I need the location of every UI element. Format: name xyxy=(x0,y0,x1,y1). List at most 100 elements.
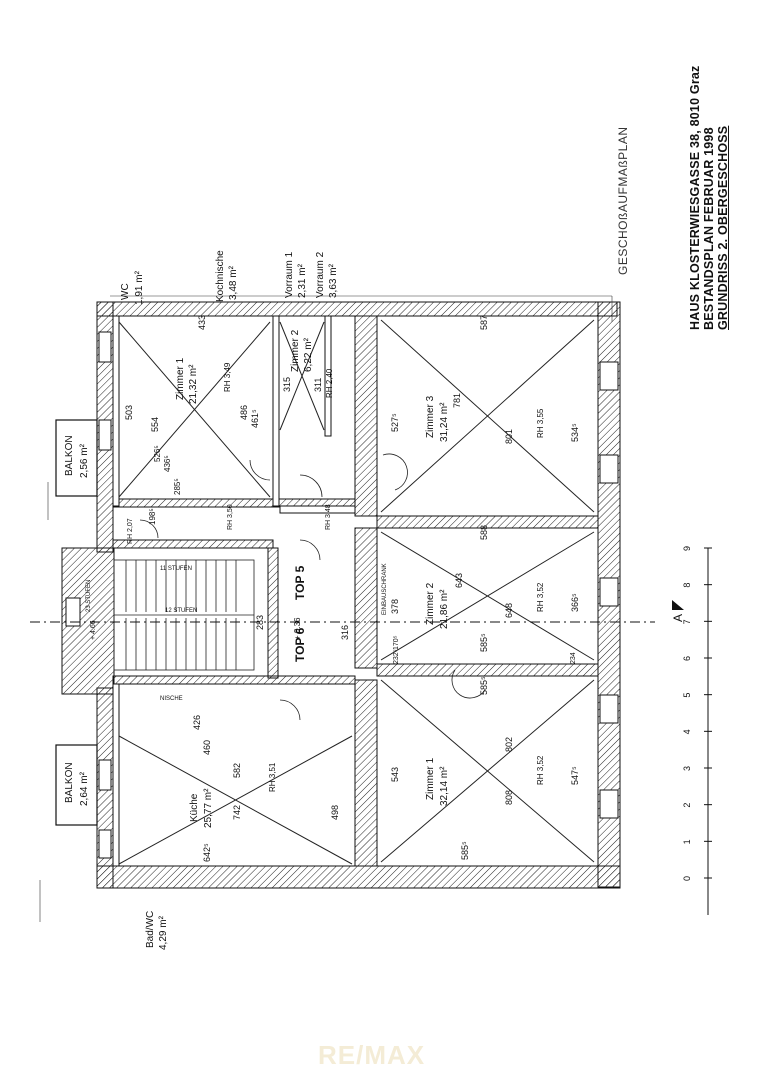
dim-170: 170⁵ xyxy=(393,635,400,650)
dim-498: 498 xyxy=(330,805,340,820)
vorraum2-name: Vorraum 2 xyxy=(315,251,326,298)
scale-tick-label: 7 xyxy=(682,619,692,624)
dim-554: 554 xyxy=(150,417,160,432)
scale-tick-label: 4 xyxy=(682,729,692,734)
scale-tick-label: 8 xyxy=(682,583,692,588)
dim-378: 378 xyxy=(390,599,400,614)
dim-315: 315 xyxy=(282,377,292,392)
vorraum2-area: 3,63 m² xyxy=(328,263,339,298)
room-labels: Zimmer 1 21,32 m² RH 3,49 Zimmer 2 6,22 … xyxy=(64,250,545,950)
rh-small-2: RH 3,48 xyxy=(325,504,332,530)
dim-436: 436⁵ xyxy=(163,455,172,472)
dim-534: 534⁵ xyxy=(570,423,580,442)
dim-234: 234 xyxy=(570,652,577,664)
scale-tick-label: 5 xyxy=(682,693,692,698)
scale-labels: 0 1 2 3 4 5 6 7 8 9 xyxy=(682,546,692,881)
section-marker-label: A xyxy=(671,614,685,622)
zimmer3-area: 31,24 m² xyxy=(439,402,450,442)
dim-283: 283 xyxy=(255,615,265,630)
stair-level-2: + 4.66 xyxy=(90,620,97,640)
plan-subtitle: GESCHOßAUFMAßPLAN xyxy=(616,126,630,275)
einbauschrank-label: EINBAUSCHRANK xyxy=(382,563,388,615)
vorraum1-area: 2,31 m² xyxy=(297,263,308,298)
dim-781: 781 xyxy=(452,393,462,408)
balkon-bot-area: 2,64 m² xyxy=(79,771,90,806)
dim-742: 742 xyxy=(232,805,242,820)
zimmer2-mid-area: 21,86 m² xyxy=(439,589,450,629)
dim-588: 588 xyxy=(479,525,489,540)
dim-642: 642⁵ xyxy=(202,843,212,862)
dim-503: 503 xyxy=(124,405,134,420)
dim-643: 643 xyxy=(454,573,464,588)
balkon-top-name: BALKON xyxy=(64,435,75,476)
scale-tick-label: 2 xyxy=(682,803,692,808)
zimmer1-top-rh: RH 3,49 xyxy=(223,362,232,392)
dim-426: 426 xyxy=(192,715,202,730)
badwc-name: Bad/WC xyxy=(145,911,156,948)
balkon-bot-name: BALKON xyxy=(64,762,75,803)
door-swings xyxy=(139,453,486,721)
dim-526: 526⁵ xyxy=(153,445,162,462)
kochnische-name: Kochnische xyxy=(215,250,226,302)
staircase xyxy=(113,559,255,671)
dim-585a: 585⁵ xyxy=(479,633,489,652)
dim-648: 648 xyxy=(504,603,514,618)
dim-465: 461⁵ xyxy=(250,409,260,428)
dim-433: 433 xyxy=(197,315,207,330)
scale-tick-label: 1 xyxy=(682,839,692,844)
zimmer1-top-area: 21,32 m² xyxy=(188,364,199,404)
dim-547: 547⁵ xyxy=(570,766,580,785)
zimmer2-mid-name: Zimmer 2 xyxy=(425,582,436,625)
room-diagonals xyxy=(118,319,595,865)
zimmer2-top-area: 6,22 m² xyxy=(303,337,314,372)
stair-label-3: 12 STUFEN xyxy=(165,608,197,614)
title-address: HAUS KLOSTERWIESGASSE 38, 8010 Graz xyxy=(688,65,702,331)
section-arrow-icon xyxy=(672,600,684,610)
dim-232: 232⁵ xyxy=(393,649,400,664)
kueche-area: 25,77 m² xyxy=(203,788,214,828)
dim-486: 486 xyxy=(239,405,249,420)
stair-label-1: 23 STUFEN xyxy=(86,580,92,612)
kochnische-area: 3,48 m² xyxy=(228,265,239,300)
dimension-numbers: 433 503 486 554 461⁵ 315 311 527⁵ 534⁵ 5… xyxy=(124,315,580,862)
scale-bar xyxy=(704,547,712,915)
zimmer2-mid-rh: RH 3,52 xyxy=(536,582,545,612)
title-floor: GRUNDRISS 2. OBERGESCHOSS xyxy=(716,125,730,330)
dim-543: 543 xyxy=(390,767,400,782)
scale-tick-label: 3 xyxy=(682,766,692,771)
zimmer2-top-rh: RH 2,40 xyxy=(325,368,334,398)
top5-label: TOP 5 xyxy=(293,565,307,600)
zimmer3-name: Zimmer 3 xyxy=(425,395,436,438)
kueche-rh: RH 3,51 xyxy=(268,762,277,792)
zimmer1-top-name: Zimmer 1 xyxy=(175,357,186,400)
interior-walls xyxy=(112,315,599,867)
dim-198: 198⁵ xyxy=(148,508,157,525)
dimension-lines xyxy=(39,295,613,922)
dim-582: 582 xyxy=(232,763,242,778)
zimmer1-bot-rh: RH 3,52 xyxy=(536,755,545,785)
dim-460: 460 xyxy=(202,740,212,755)
dim-285: 285⁵ xyxy=(173,478,182,495)
badwc-area: 4,29 m² xyxy=(158,915,169,950)
wc-name: WC xyxy=(120,283,131,300)
zimmer1-bot-name: Zimmer 1 xyxy=(425,757,436,800)
dim-585b: 585⁵ xyxy=(479,676,489,695)
wc-area: 1,91 m² xyxy=(134,270,145,305)
scale-tick-label: 9 xyxy=(682,546,692,551)
dim-808: 808 xyxy=(504,790,514,805)
watermark-logo: RE/MAX xyxy=(318,1040,426,1070)
dim-585c: 585⁵ xyxy=(460,841,470,860)
balconies xyxy=(55,419,98,826)
scale-tick-label: 0 xyxy=(682,876,692,881)
windows xyxy=(65,331,619,859)
rh-small-1: RH 2,07 xyxy=(127,518,134,544)
stair-level-1: + 8.36 xyxy=(293,617,302,640)
rh-small-3: RH 3,50 xyxy=(227,504,234,530)
scale-tick-label: 6 xyxy=(682,656,692,661)
dim-801: 801 xyxy=(504,429,514,444)
dim-311: 311 xyxy=(313,378,323,392)
stair-label-2: 11 STUFEN xyxy=(160,566,192,572)
dim-527: 527⁵ xyxy=(390,413,400,432)
nische-label: NISCHE xyxy=(160,696,183,702)
